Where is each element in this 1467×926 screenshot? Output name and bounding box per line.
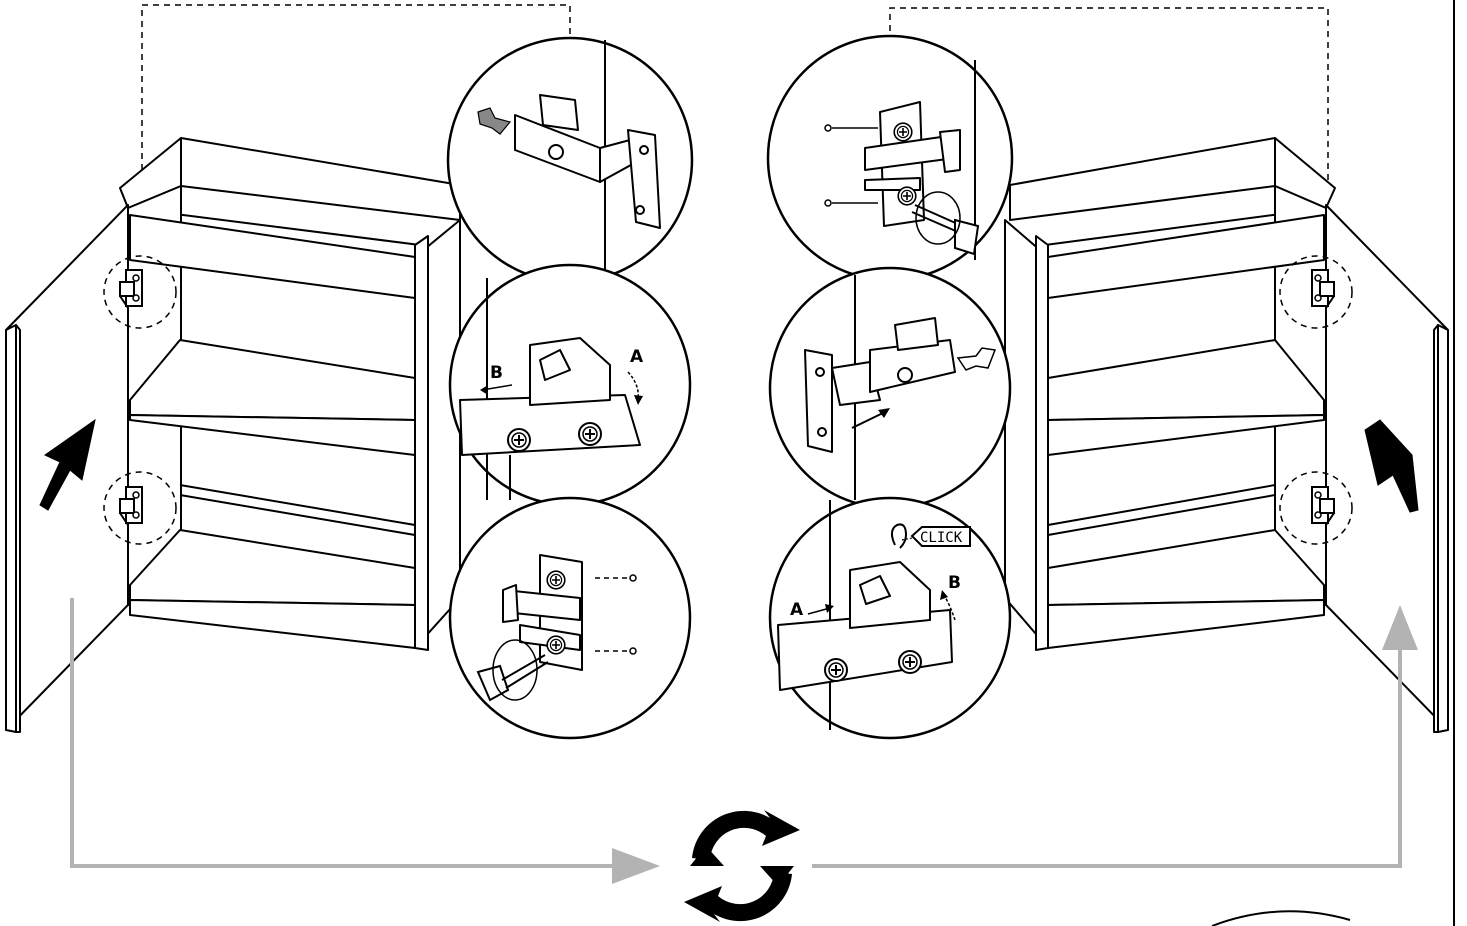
slide-arrow-icon <box>477 107 512 135</box>
rotate-arrows-icon <box>684 810 800 922</box>
door-remove-arrow <box>39 418 96 511</box>
door-install-arrow <box>1364 419 1419 513</box>
right-detail-3: A B CLICK <box>768 496 1012 740</box>
ear-icon <box>891 523 913 549</box>
right-detail-2 <box>768 266 1012 510</box>
hinge-icon <box>514 94 661 229</box>
next-detail-circle-edge <box>1211 910 1351 926</box>
flow-arrowhead-left <box>612 848 660 884</box>
left-cabinet <box>119 137 461 651</box>
right-detail-1 <box>766 34 1014 282</box>
left-detail-2: B A <box>448 263 692 507</box>
flow-arrowhead-right <box>1382 605 1418 650</box>
step-label-b: B <box>490 363 503 383</box>
left-detail-1 <box>446 36 694 284</box>
left-hinge-bottom <box>103 471 177 545</box>
screwdriver-icon <box>911 191 980 256</box>
click-label: CLICK <box>920 530 963 546</box>
step-label-a: A <box>790 600 804 620</box>
step-label-a: A <box>630 347 644 367</box>
right-cabinet <box>1004 137 1336 651</box>
slide-arrow-icon <box>956 347 997 371</box>
hinge-icon <box>804 317 956 453</box>
right-hinge-bottom <box>1279 471 1353 545</box>
flow-arrow-left <box>70 598 625 868</box>
left-detail-3 <box>448 496 692 740</box>
screwdriver-icon <box>476 639 549 702</box>
step-label-b: B <box>948 573 961 593</box>
left-hinge-top <box>103 255 177 329</box>
flow-arrow-right <box>812 640 1402 868</box>
click-badge: CLICK <box>910 526 971 547</box>
right-hinge-top <box>1279 255 1353 329</box>
callout-connectors <box>141 4 1329 262</box>
